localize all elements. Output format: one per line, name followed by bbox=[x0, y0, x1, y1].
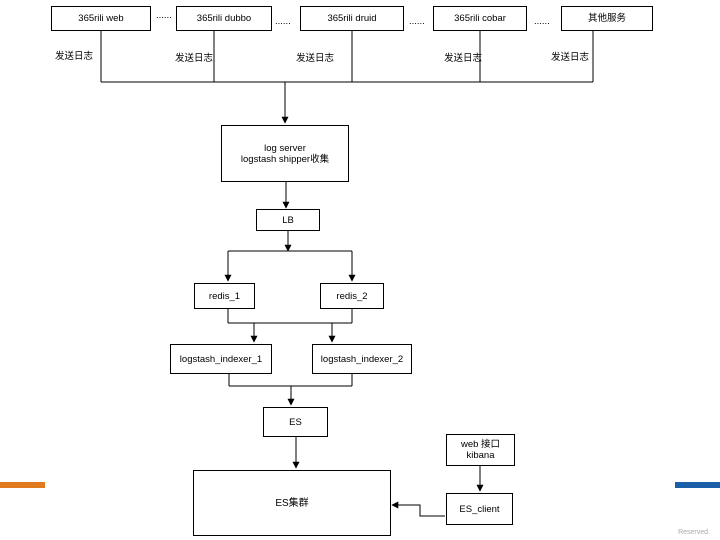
send-log-label-web: 发送日志 bbox=[55, 51, 94, 62]
accent-bar-left bbox=[0, 482, 45, 488]
es-cluster-box: ES集群 bbox=[193, 470, 391, 536]
send-log-label-cobar: 发送日志 bbox=[444, 53, 483, 64]
service-box-druid: 365rili druid bbox=[300, 6, 404, 31]
indexer-2-box: logstash_indexer_2 bbox=[312, 344, 412, 374]
log-server-subtitle: logstash shipper收集 bbox=[240, 153, 330, 165]
kibana-label: kibana bbox=[466, 450, 495, 461]
arrow-client-to-cluster bbox=[391, 501, 445, 517]
indexer-1-box: logstash_indexer_1 bbox=[170, 344, 272, 374]
lb-box: LB bbox=[256, 209, 320, 231]
service-box-cobar: 365rili cobar bbox=[433, 6, 527, 31]
log-server-box: log server logstash shipper收集 bbox=[221, 125, 349, 182]
send-log-label-other: 发送日志 bbox=[551, 52, 590, 63]
ellipsis-3: ...... bbox=[409, 16, 425, 27]
redis-1-box: redis_1 bbox=[194, 283, 255, 309]
service-box-other: 其他服务 bbox=[561, 6, 653, 31]
send-log-label-dubbo: 发送日志 bbox=[175, 53, 214, 64]
kibana-box: web 接口 kibana bbox=[446, 434, 515, 466]
ellipsis-1: ...... bbox=[156, 10, 172, 21]
service-box-web: 365rili web bbox=[51, 6, 151, 31]
service-box-dubbo: 365rili dubbo bbox=[176, 6, 272, 31]
web-api-label: web 接口 bbox=[460, 439, 501, 450]
es-client-box: ES_client bbox=[446, 493, 513, 525]
accent-bar-right bbox=[675, 482, 720, 488]
ellipsis-4: ...... bbox=[534, 16, 550, 27]
log-server-title: log server bbox=[264, 142, 306, 154]
es-box: ES bbox=[263, 407, 328, 437]
ellipsis-2: ...... bbox=[275, 16, 291, 27]
footer-reserved-text: Reserved. bbox=[678, 529, 710, 536]
redis-2-box: redis_2 bbox=[320, 283, 384, 309]
send-log-label-druid: 发送日志 bbox=[296, 53, 335, 64]
